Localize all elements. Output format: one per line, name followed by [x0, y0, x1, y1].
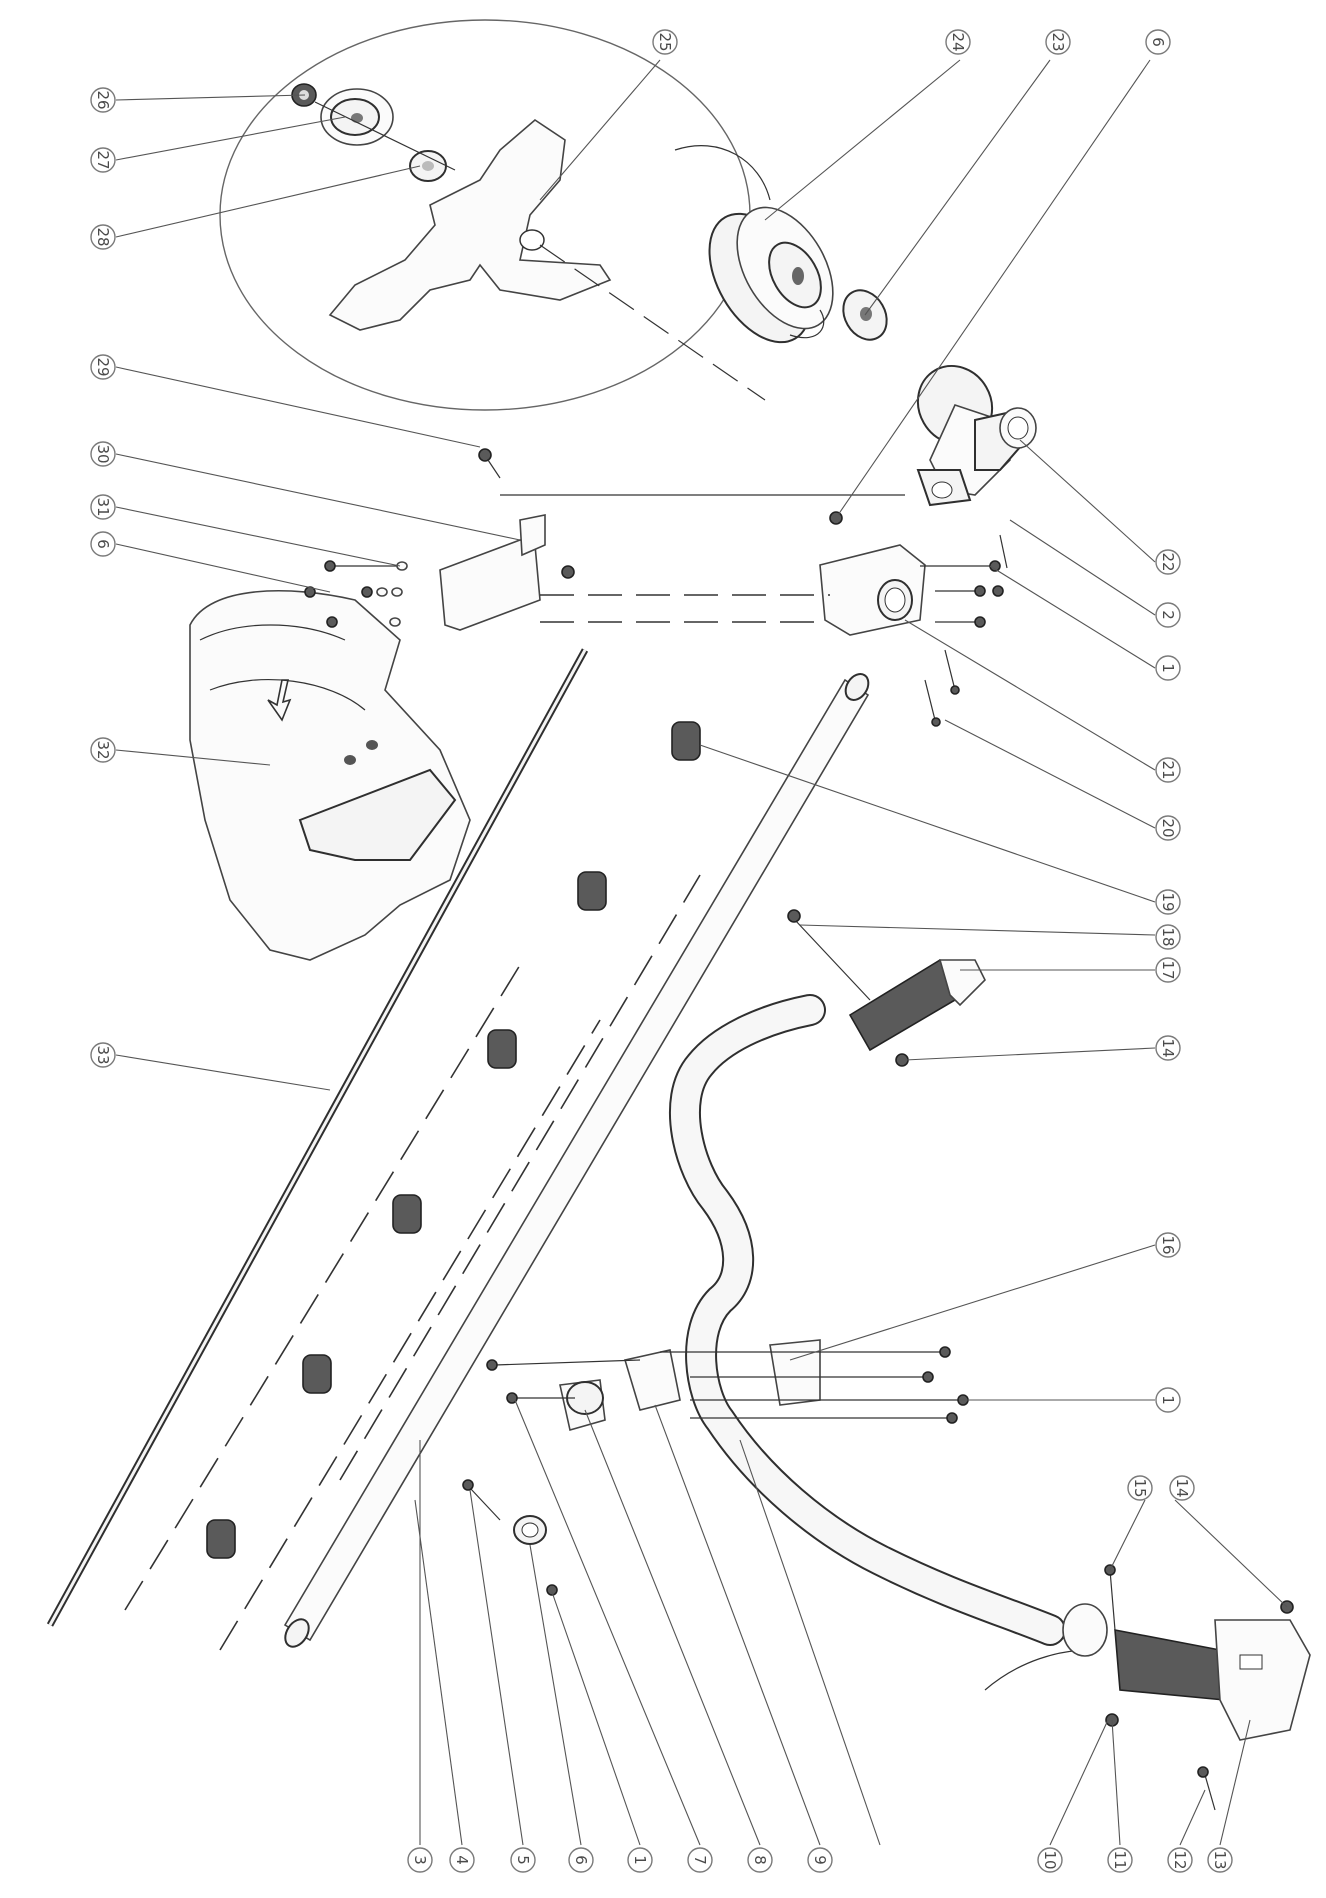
callout-21: 21: [1155, 757, 1181, 783]
callout-30: 30: [90, 441, 116, 467]
svg-text:11: 11: [1111, 1850, 1129, 1869]
handlebar-part: [669, 994, 1066, 1646]
callout-5: 5: [510, 1847, 536, 1873]
leader-lines: [115, 59, 1288, 1846]
callout-9: 9: [807, 1847, 833, 1873]
front-grip-part: [787, 909, 986, 1067]
handle-clamp-assembly: [486, 1339, 969, 1432]
callout-27: 27: [90, 147, 116, 173]
callout-15: 15: [1127, 1475, 1153, 1501]
callout-11: 11: [1107, 1847, 1133, 1873]
callout-1-mid: 1: [1155, 1387, 1181, 1413]
svg-text:7: 7: [691, 1855, 709, 1865]
callout-25: 25: [652, 29, 678, 55]
alignment-dashes: [124, 494, 905, 1651]
callout-31: 31: [90, 494, 116, 520]
callout-32: 32: [90, 737, 116, 763]
callout-33: 33: [90, 1042, 116, 1068]
svg-text:32: 32: [94, 740, 112, 759]
svg-text:6: 6: [572, 1855, 590, 1865]
svg-text:33: 33: [94, 1045, 112, 1064]
svg-text:6: 6: [94, 539, 112, 549]
callout-24: 24: [945, 29, 971, 55]
callout-28: 28: [90, 224, 116, 250]
blade-cup-part: [320, 88, 394, 146]
svg-text:27: 27: [94, 150, 112, 169]
svg-text:9: 9: [811, 1855, 829, 1865]
bracket-fasteners: [304, 448, 575, 628]
svg-text:23: 23: [1049, 32, 1067, 51]
svg-text:16: 16: [1159, 1235, 1177, 1254]
callout-26: 26: [90, 87, 116, 113]
svg-text:2: 2: [1159, 610, 1177, 620]
callout-18: 18: [1155, 924, 1181, 950]
callout-8: 8: [747, 1847, 773, 1873]
safety-guard-part: [189, 590, 471, 961]
svg-text:20: 20: [1159, 818, 1177, 837]
throttle-handle-part: [984, 1564, 1311, 1811]
callout-14-right: 14: [1169, 1475, 1195, 1501]
callout-23: 23: [1045, 29, 1071, 55]
callout-6-left: 6: [90, 531, 116, 557]
tube-clamp-part: [819, 511, 1008, 727]
callout-1-top: 1: [1155, 655, 1181, 681]
gear-head-part: [916, 364, 1037, 507]
callout-17: 17: [1155, 957, 1181, 983]
washer-part: [409, 150, 447, 182]
svg-text:1: 1: [1159, 663, 1177, 673]
callout-10: 10: [1037, 1847, 1063, 1873]
callout-1-bottom: 1: [627, 1847, 653, 1873]
svg-text:15: 15: [1131, 1478, 1149, 1497]
callout-6-top: 6: [1145, 29, 1171, 55]
blade-detail-group: [219, 19, 766, 411]
callout-6-bottom: 6: [568, 1847, 594, 1873]
svg-text:30: 30: [94, 444, 112, 463]
callout-29: 29: [90, 354, 116, 380]
svg-text:8: 8: [751, 1855, 769, 1865]
svg-text:10: 10: [1041, 1850, 1059, 1869]
svg-text:24: 24: [949, 32, 967, 51]
svg-text:29: 29: [94, 357, 112, 376]
callout-13: 13: [1207, 1847, 1233, 1873]
small-clamp-part: [462, 1479, 558, 1596]
callout-19: 19: [1155, 889, 1181, 915]
svg-text:28: 28: [94, 227, 112, 246]
callout-14-top: 14: [1155, 1035, 1181, 1061]
svg-text:6: 6: [1149, 37, 1167, 47]
svg-text:25: 25: [656, 32, 674, 51]
callout-labels: 26 27 28 29 30 31 6 32 33 25 24 23 6 22 …: [90, 29, 1233, 1873]
svg-text:31: 31: [94, 497, 112, 516]
callout-2: 2: [1155, 602, 1181, 628]
drive-shaft-part: [46, 648, 589, 1627]
callout-22: 22: [1155, 549, 1181, 575]
blade-part: [328, 118, 612, 331]
svg-text:1: 1: [631, 1855, 649, 1865]
svg-text:14: 14: [1173, 1478, 1191, 1497]
shaft-bushings: [206, 721, 701, 1559]
svg-text:17: 17: [1159, 960, 1177, 979]
trimmer-head-part: [674, 145, 834, 344]
svg-text:14: 14: [1159, 1038, 1177, 1057]
svg-text:19: 19: [1159, 892, 1177, 911]
guard-bracket-part: [439, 514, 546, 631]
svg-text:21: 21: [1159, 760, 1177, 779]
svg-text:26: 26: [94, 90, 112, 109]
main-tube-part: [283, 673, 870, 1648]
callout-3: 3: [407, 1847, 433, 1873]
svg-text:3: 3: [411, 1855, 429, 1865]
callout-7: 7: [687, 1847, 713, 1873]
svg-text:22: 22: [1159, 552, 1177, 571]
svg-text:4: 4: [453, 1855, 471, 1865]
svg-text:18: 18: [1159, 927, 1177, 946]
callout-4: 4: [449, 1847, 475, 1873]
callout-20: 20: [1155, 815, 1181, 841]
svg-text:1: 1: [1159, 1395, 1177, 1405]
svg-text:13: 13: [1211, 1850, 1229, 1869]
callout-16: 16: [1155, 1232, 1181, 1258]
callout-12: 12: [1167, 1847, 1193, 1873]
svg-text:12: 12: [1171, 1850, 1189, 1869]
svg-text:5: 5: [514, 1855, 532, 1865]
